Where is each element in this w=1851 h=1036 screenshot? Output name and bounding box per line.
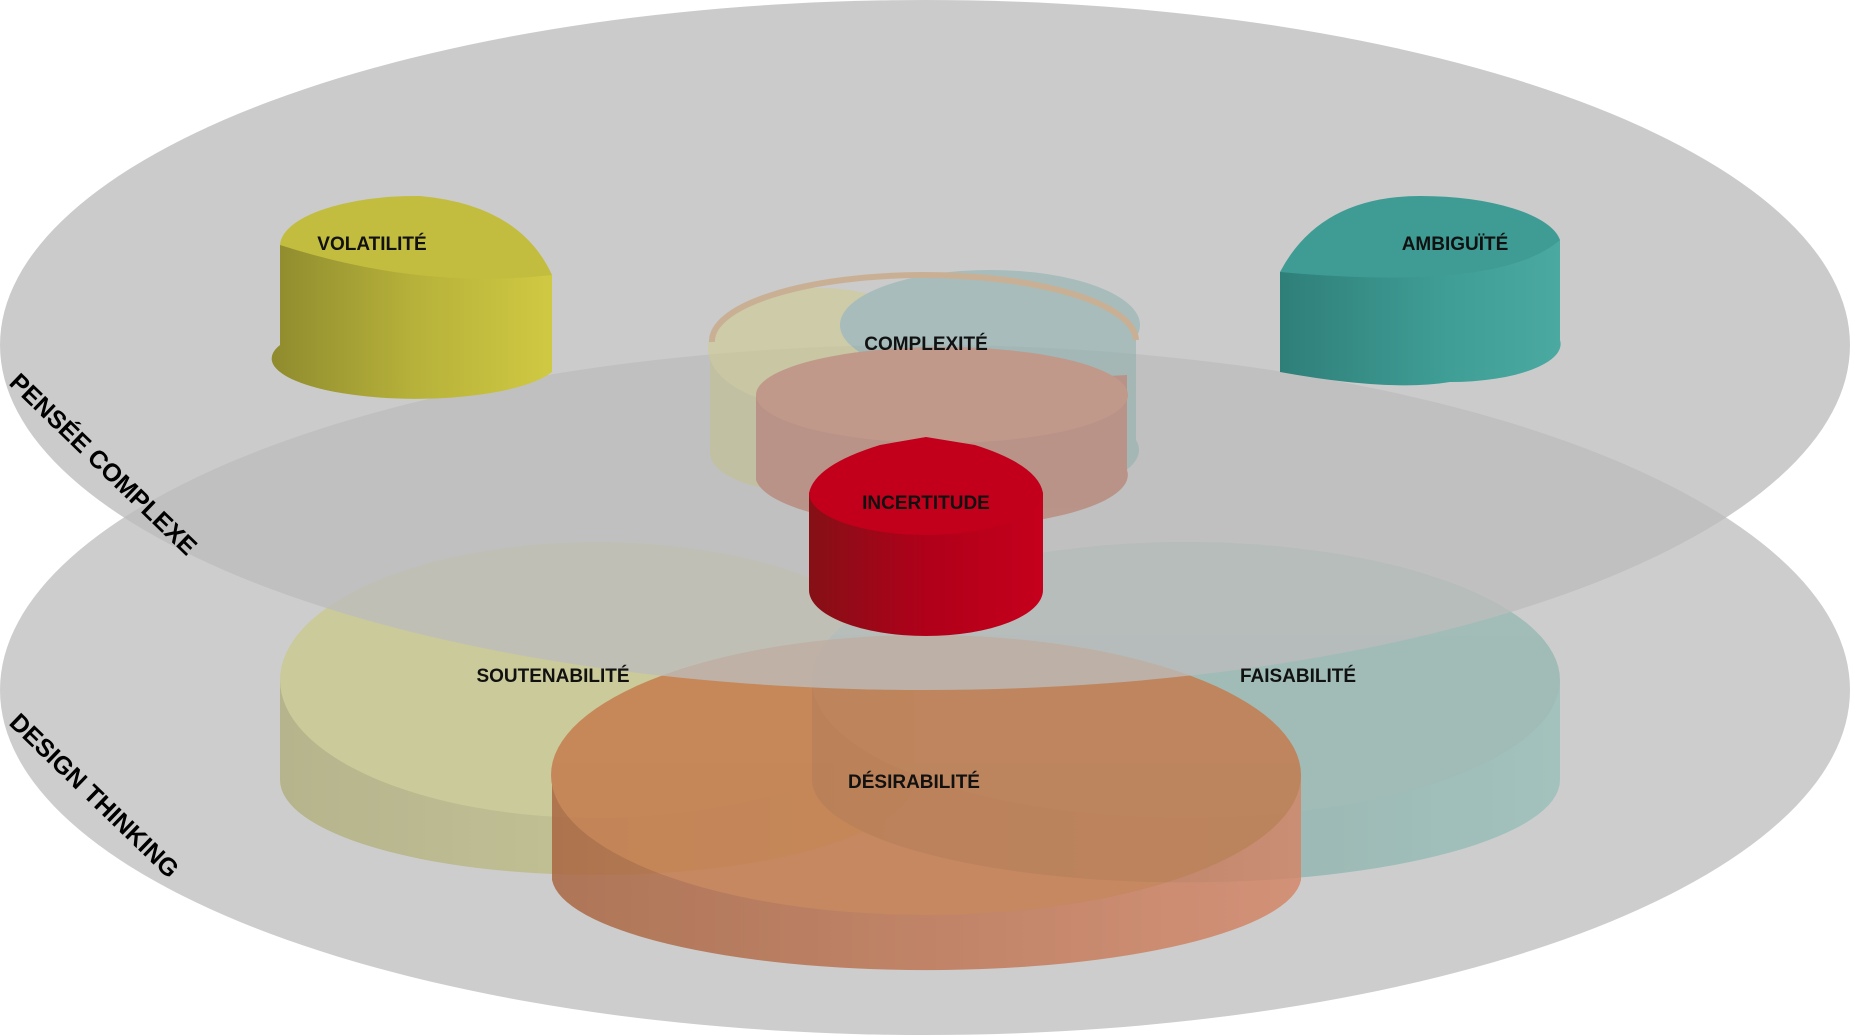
ambiguite-label: AMBIGUÏTÉ — [1402, 233, 1509, 255]
incertitude-label: INCERTITUDE — [862, 493, 990, 514]
desirabilite-cylinder — [551, 635, 1301, 971]
soutenabilite-label: SOUTENABILITÉ — [476, 665, 629, 687]
ambiguite-cylinder — [1280, 195, 1561, 386]
volatilite-label: VOLATILITÉ — [317, 233, 426, 255]
desirabilite-label: DÉSIRABILITÉ — [848, 771, 980, 793]
faisabilite-label: FAISABILITÉ — [1240, 665, 1356, 687]
complexite-label: COMPLEXITÉ — [864, 333, 988, 355]
volatilite-cylinder — [271, 195, 552, 399]
incertitude-cylinder — [809, 437, 1043, 636]
